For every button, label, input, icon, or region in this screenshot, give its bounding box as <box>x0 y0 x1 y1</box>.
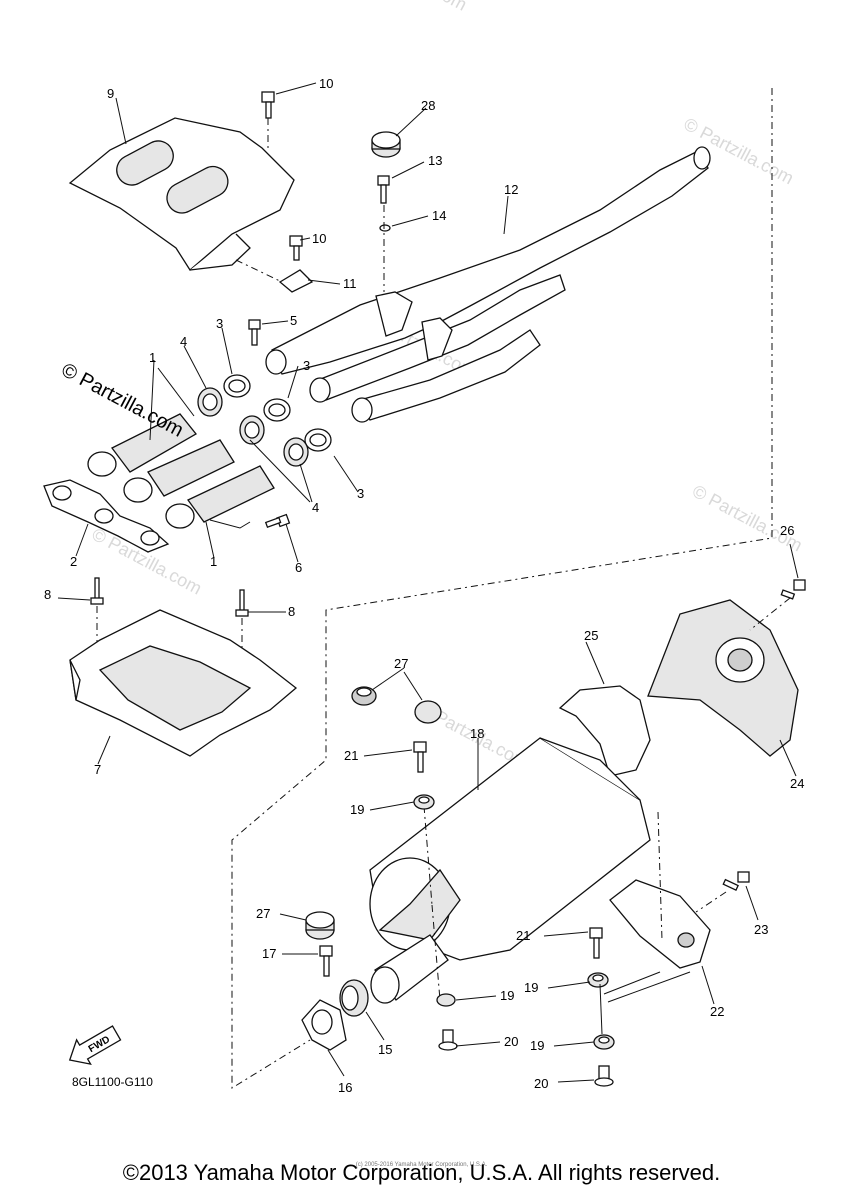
gasket-4-c <box>283 437 309 467</box>
callout-25: 25 <box>584 628 598 643</box>
bolt-26 <box>780 579 806 600</box>
collar-20-b <box>594 1065 614 1087</box>
bolt-23 <box>722 871 750 891</box>
end-cover-24 <box>647 599 799 757</box>
rivet-8-left <box>90 577 104 605</box>
clamp-16 <box>301 999 347 1051</box>
callout-8-left: 8 <box>44 587 51 602</box>
callout-3-low: 3 <box>357 486 364 501</box>
callout-19-low: 19 <box>530 1038 544 1053</box>
gasket-15 <box>339 979 369 1017</box>
callout-26: 26 <box>780 523 794 538</box>
callout-10-top: 10 <box>319 76 333 91</box>
bracket-22 <box>609 879 711 969</box>
flex-pipe-1-a <box>87 413 197 477</box>
bolt-5 <box>248 319 261 346</box>
callout-21-low: 21 <box>516 928 530 943</box>
callout-19-top: 19 <box>350 802 364 817</box>
bracket-11 <box>278 269 314 293</box>
cap-27-upper-a <box>351 686 377 706</box>
callout-3-mid: 3 <box>303 358 310 373</box>
callout-3-top: 3 <box>216 316 223 331</box>
watermark-4: © Partzilla.com <box>689 481 805 556</box>
clamp-3-b <box>263 398 291 422</box>
cap-27-lower <box>305 911 335 940</box>
leader-lines <box>57 82 799 1083</box>
grommet-19-b <box>436 993 456 1007</box>
washer-14 <box>379 224 391 232</box>
assembly-boundary-line <box>231 88 773 1089</box>
callout-8-right: 8 <box>288 604 295 619</box>
cap-28 <box>371 131 401 158</box>
gasket-4-b <box>239 415 265 445</box>
callout-1-top: 1 <box>149 350 156 365</box>
copyright-notice: ©2013 Yamaha Motor Corporation, U.S.A. A… <box>122 1160 721 1185</box>
callout-15: 15 <box>378 1042 392 1057</box>
callout-10-mid: 10 <box>312 231 326 246</box>
grommet-19-d <box>593 1034 615 1050</box>
callout-23: 23 <box>754 922 768 937</box>
callout-5: 5 <box>290 313 297 328</box>
callout-13: 13 <box>428 153 442 168</box>
callout-19-mid: 19 <box>500 988 514 1003</box>
callout-14: 14 <box>432 208 446 223</box>
diagram-code: 8GL1100-G110 <box>72 1075 153 1089</box>
callout-19-right: 19 <box>524 980 538 995</box>
bolt-10-upper <box>261 91 275 119</box>
callout-27-top: 27 <box>394 656 408 671</box>
callout-labels: 10 9 10 11 28 13 14 12 5 3 4 1 3 3 4 1 2… <box>44 76 804 1095</box>
callout-12: 12 <box>504 182 518 197</box>
callout-6: 6 <box>295 560 302 575</box>
bolt-17 <box>319 945 333 977</box>
grommet-19-a <box>413 794 435 810</box>
upper-heat-shield <box>68 117 295 271</box>
grommet-19-c <box>587 972 609 988</box>
callout-21-top: 21 <box>344 748 358 763</box>
callout-22: 22 <box>710 1004 724 1019</box>
clamp-3-c <box>304 428 332 452</box>
callout-1-low: 1 <box>210 554 217 569</box>
callout-20-low: 20 <box>534 1076 548 1091</box>
exhaust-pipe-12 <box>265 146 711 423</box>
callout-4-top: 4 <box>180 334 187 349</box>
callout-17: 17 <box>262 946 276 961</box>
callout-28: 28 <box>421 98 435 113</box>
cap-27-upper-b <box>414 700 442 724</box>
protector-25 <box>558 685 651 777</box>
callout-7: 7 <box>94 762 101 777</box>
clamp-3-a <box>223 374 251 398</box>
callout-24: 24 <box>790 776 804 791</box>
bolt-6 <box>264 513 291 529</box>
callout-2: 2 <box>70 554 77 569</box>
forward-arrow-icon: FWD <box>68 1025 122 1066</box>
callout-11: 11 <box>343 276 357 291</box>
collar-20-a <box>438 1029 458 1051</box>
bolt-10-lower <box>289 235 303 261</box>
bolt-21-lower <box>589 927 603 959</box>
callout-4-low: 4 <box>312 500 319 515</box>
flex-pipe-1-c <box>165 465 275 529</box>
partzilla-watermark: © Partzilla.com <box>58 359 187 442</box>
bolt-21-upper <box>413 741 427 773</box>
flex-pipe-1-b <box>123 439 235 503</box>
watermark-1: © Partzilla.com <box>354 0 470 15</box>
callout-20-mid: 20 <box>504 1034 518 1049</box>
muffler-18 <box>369 737 651 1004</box>
callout-9: 9 <box>107 86 114 101</box>
tiny-copyright: (c) 2005-2016 Yamaha Motor Corporation, … <box>355 1162 488 1168</box>
lower-heat-shield <box>69 609 298 757</box>
bolt-13 <box>377 175 390 204</box>
callout-16: 16 <box>338 1080 352 1095</box>
callout-27-low: 27 <box>256 906 270 921</box>
rivet-8-right <box>235 589 249 617</box>
callout-18: 18 <box>470 726 484 741</box>
gasket-4-a <box>197 387 223 417</box>
